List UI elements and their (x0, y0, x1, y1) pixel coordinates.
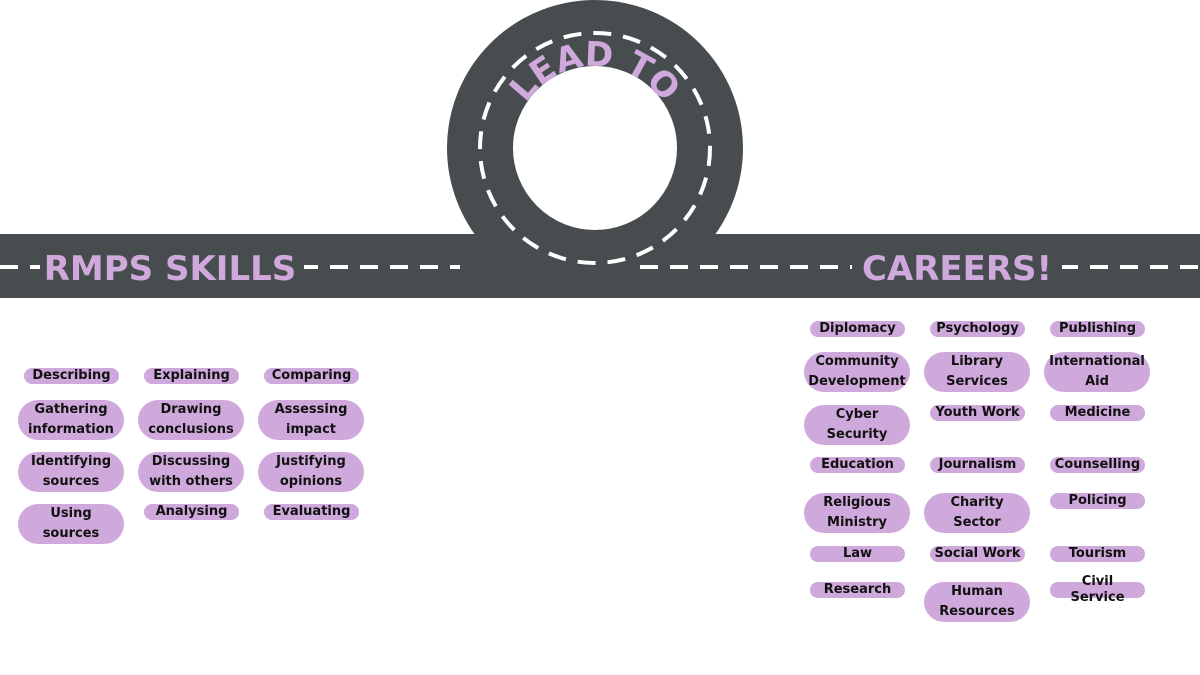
skill-identifying-sources: Identifying sources (18, 452, 124, 492)
skill-evaluating: Evaluating (264, 504, 359, 520)
career-research: Research (810, 582, 905, 598)
skill-analysing: Analysing (144, 504, 239, 520)
right-road-label: CAREERS! (862, 249, 1052, 289)
skill-justifying-opinions: Justifying opinions (258, 452, 364, 492)
career-cyber-security: Cyber Security (804, 405, 910, 445)
right-label-backing (852, 246, 1062, 288)
career-civil-service: Civil Service (1050, 574, 1145, 605)
skill-assessing-impact: Assessing impact (258, 400, 364, 440)
skill-drawing-conclusions: Drawing conclusions (138, 400, 244, 440)
skill-gathering-information: Gathering information (18, 400, 124, 440)
skill-using-sources: Using sources (18, 504, 124, 544)
career-library-services: Library Services (924, 352, 1030, 392)
left-road-label: RMPS SKILLS (44, 249, 297, 289)
skill-describing: Describing (24, 368, 119, 384)
career-law: Law (810, 546, 905, 562)
career-medicine: Medicine (1050, 405, 1145, 421)
road-loop-dash (478, 31, 712, 265)
skill-explaining: Explaining (144, 368, 239, 384)
career-social-work: Social Work (930, 546, 1025, 562)
career-publishing: Publishing (1050, 321, 1145, 337)
skill-comparing: Comparing (264, 368, 359, 384)
career-journalism: Journalism (930, 457, 1025, 473)
career-education: Education (810, 457, 905, 473)
career-youth-work: Youth Work (930, 405, 1025, 421)
career-international-aid: International Aid (1044, 352, 1150, 392)
career-tourism: Tourism (1050, 546, 1145, 562)
career-religious-ministry: Religious Ministry (804, 493, 910, 533)
skill-discussing-with-others: Discussing with others (138, 452, 244, 492)
career-charity-sector: Charity Sector (924, 493, 1030, 533)
career-diplomacy: Diplomacy (810, 321, 905, 337)
career-policing: Policing (1050, 493, 1145, 509)
career-community-development: Community Development (804, 352, 910, 392)
career-psychology: Psychology (930, 321, 1025, 337)
left-label-backing (40, 246, 304, 288)
career-human-resources: Human Resources (924, 582, 1030, 622)
career-counselling: Counselling (1050, 457, 1145, 473)
